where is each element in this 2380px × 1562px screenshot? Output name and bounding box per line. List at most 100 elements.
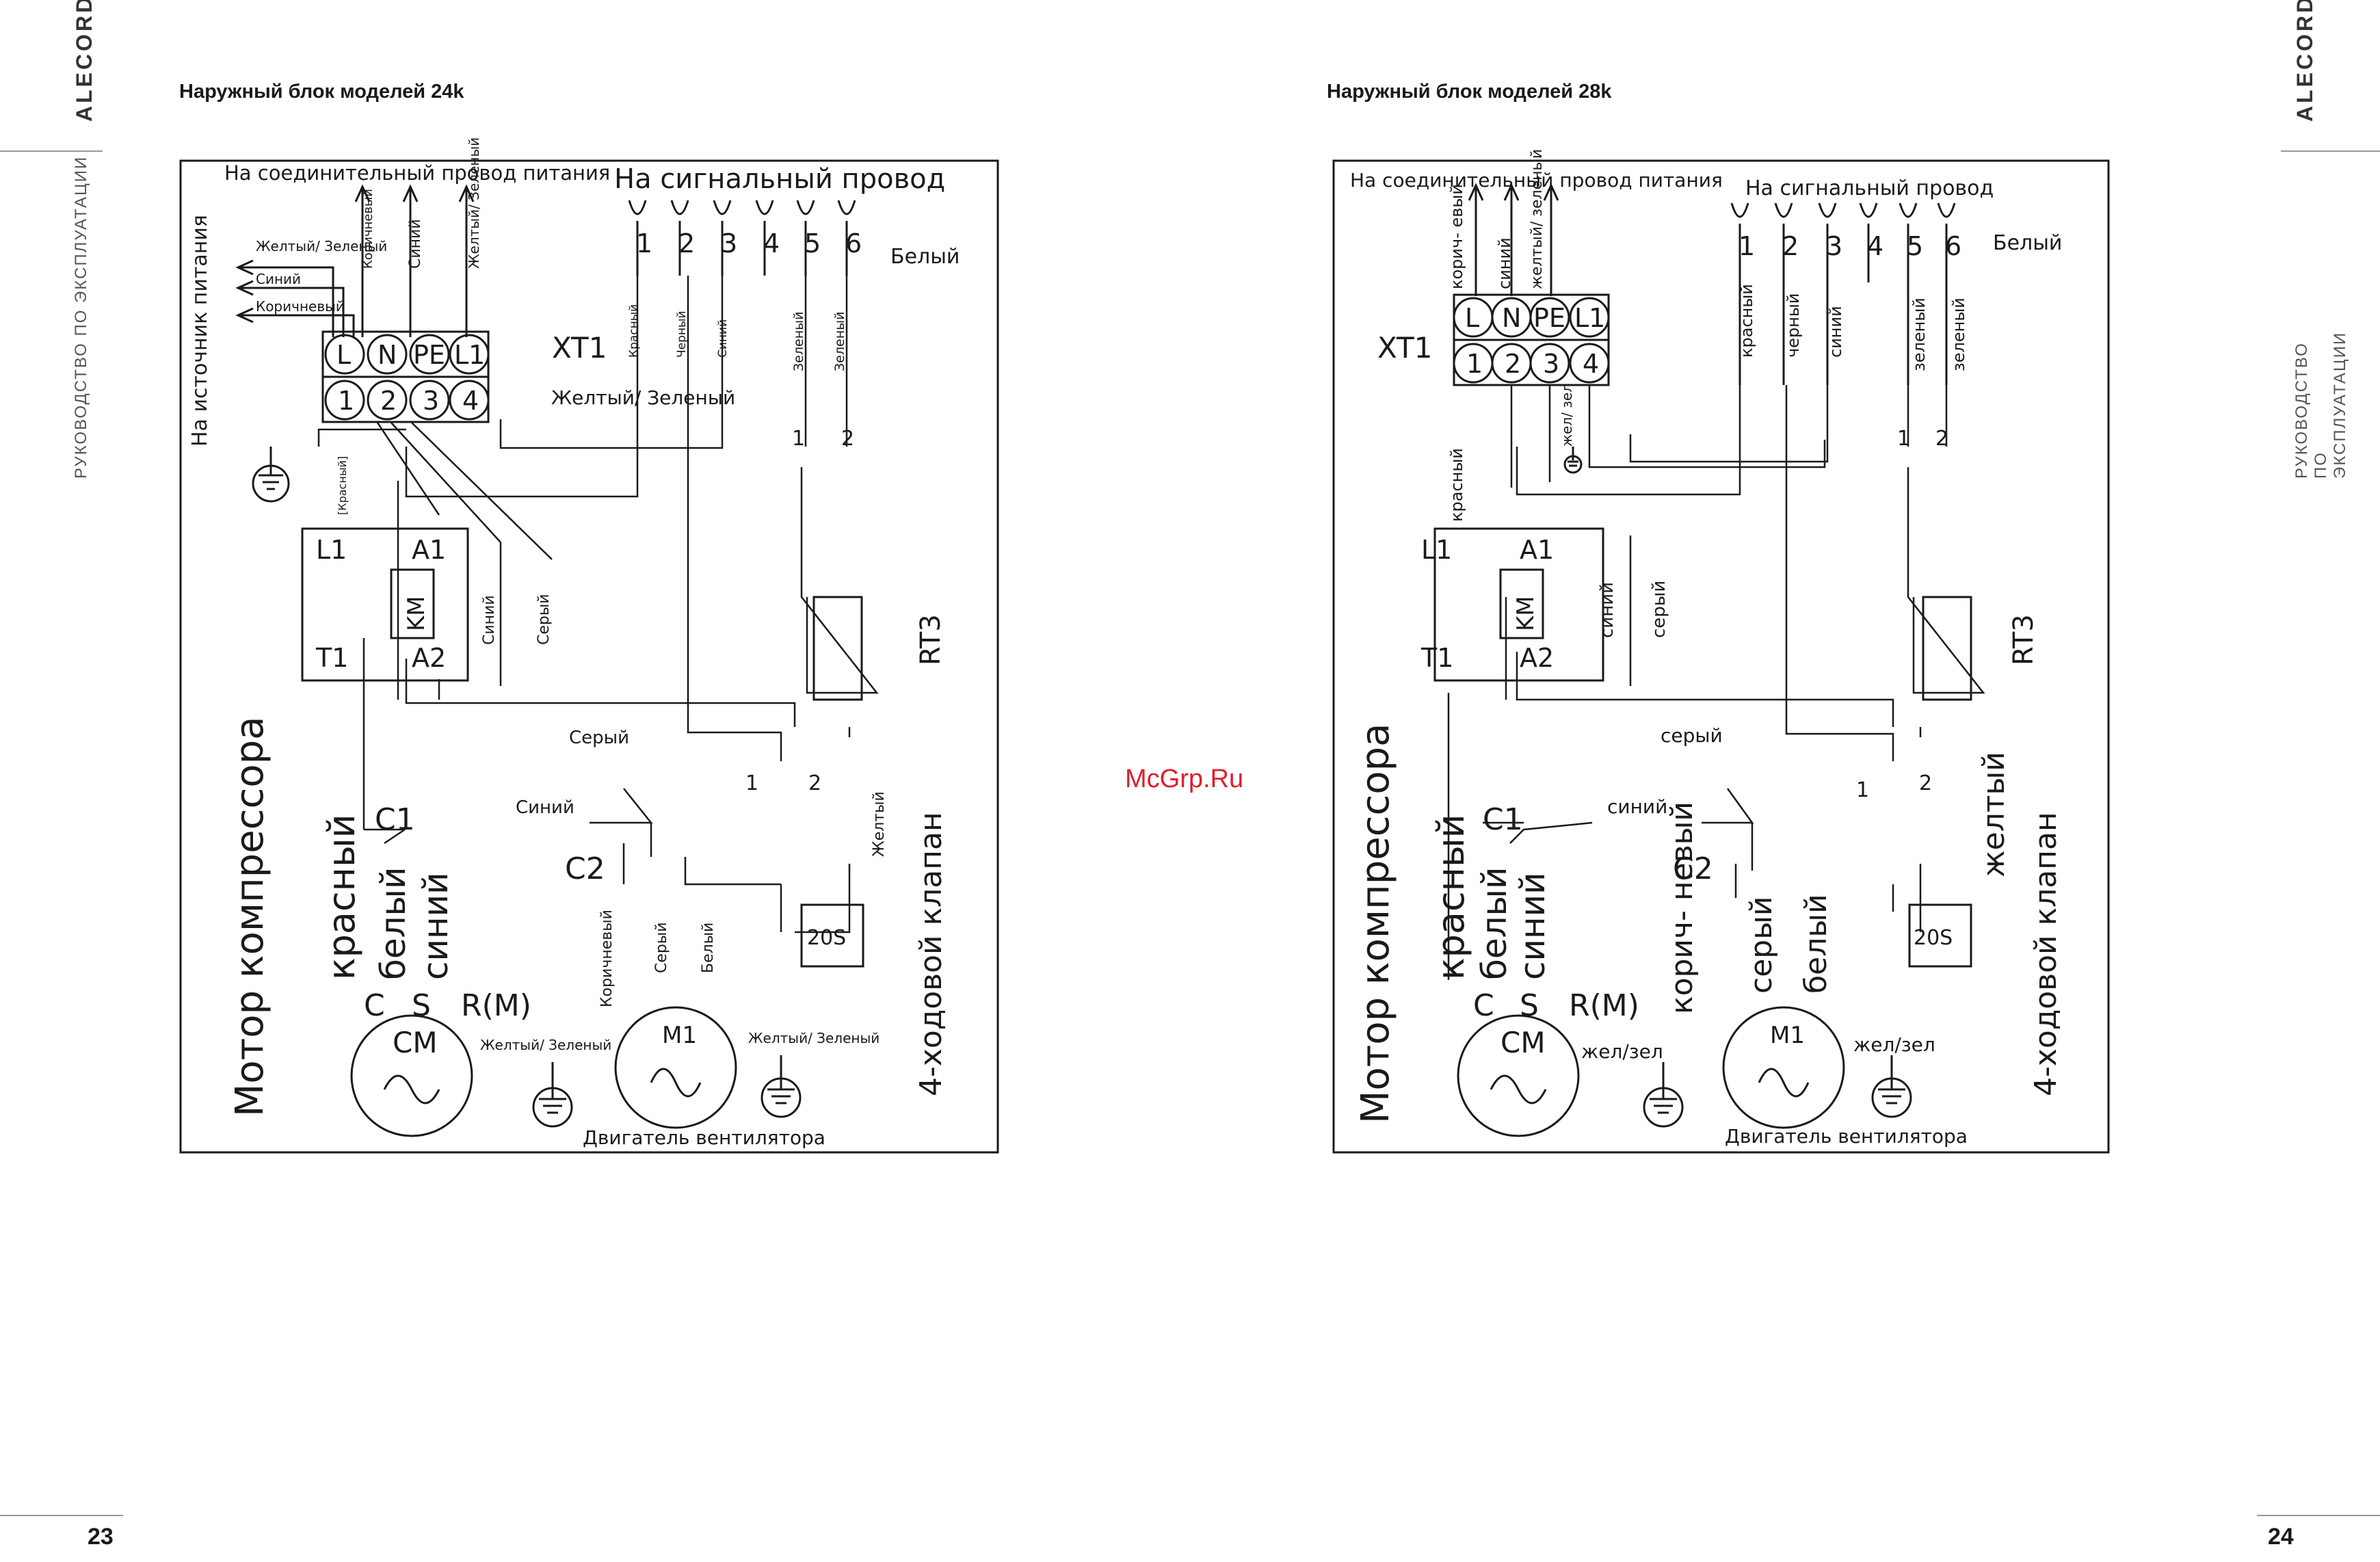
- sensor-rt3: RT3: [915, 614, 947, 665]
- pin-c: C: [364, 988, 385, 1023]
- compressor-wire-white: белый: [1475, 866, 1514, 980]
- fan-wire-brown: Коричневый: [598, 910, 616, 1007]
- compressor-motor: CM: [1500, 1026, 1546, 1059]
- fan-wire-gray: Серый: [653, 922, 670, 973]
- valve-coil-body: [800, 903, 864, 968]
- wire-label-yg: Желтый/ Зеленый: [466, 137, 482, 269]
- cap-c2: C2: [1673, 851, 1713, 886]
- signal-wire-label: На сигнальный провод: [614, 163, 945, 195]
- signal-wire-black: Черный: [675, 311, 689, 358]
- wiring-diagram-28k: На соединительный провод питания корич- …: [1332, 149, 2110, 1154]
- sensor-rt3-body: [812, 596, 863, 701]
- signal-terminal-5: 5: [804, 228, 821, 259]
- term-top-4: L1: [454, 340, 485, 370]
- relay-box: [301, 527, 469, 682]
- compressor-wire-red: красный: [1429, 814, 1472, 980]
- term-top-1: L: [1465, 303, 1479, 333]
- terminal-block-label: XT1: [552, 331, 607, 365]
- signal-terminal-2: 2: [1782, 231, 1799, 261]
- compressor-ground: жел/зел: [1581, 1040, 1663, 1063]
- signal-terminal-6: 6: [1945, 231, 1961, 261]
- valve-label: 4-ходовой клапан: [914, 812, 949, 1096]
- term-bottom-2: 2: [1505, 349, 1521, 379]
- valve-wire: желтый: [1976, 752, 2011, 877]
- wiring: [317, 276, 879, 934]
- wire-label-blue: синий: [1495, 237, 1514, 289]
- running-title-left: РУКОВОДСТВО ПО ЭКСПЛУАТАЦИИ: [72, 155, 90, 479]
- relay-l1: L1: [1421, 535, 1452, 565]
- term-bottom-4: 4: [462, 386, 479, 416]
- footer-rule-right: [2257, 1515, 2380, 1516]
- wire-label-brown: Коричневый: [361, 189, 375, 269]
- source-wire-blue: Синий: [256, 271, 301, 287]
- compressor-motor-symbol: [1457, 1014, 1580, 1137]
- valve-wire: Желтый: [871, 791, 888, 857]
- wiring-diagram-24k: На соединительный провод питания Коричне…: [179, 137, 999, 1154]
- switch-num-b1: 1: [1856, 778, 1869, 802]
- pin-c: C: [1473, 988, 1494, 1023]
- wire-blue-label: синий: [1597, 582, 1617, 638]
- power-arrows: [1468, 183, 1559, 296]
- pe-wire-label: жел/ зел: [1559, 384, 1575, 447]
- ground-icon: [1563, 447, 1583, 474]
- switch-num-a1: 1: [1897, 427, 1910, 451]
- sine-icon: [383, 1074, 440, 1104]
- relay-l1: L1: [316, 535, 347, 565]
- compressor-wire-blue: синий: [416, 872, 455, 980]
- signal-wire-blue: синий: [1826, 306, 1845, 358]
- divider-left: [0, 150, 103, 152]
- term-bottom-1: 1: [338, 386, 354, 416]
- term-bottom-2: 2: [380, 386, 397, 416]
- switch-num-b2: 2: [808, 771, 821, 795]
- page-title-right: Наружный блок моделей 28k: [1327, 81, 1612, 103]
- wire-blue-cap: синий: [1607, 795, 1667, 818]
- relay-wire-label: [Красный]: [336, 456, 349, 515]
- running-title-right: РУКОВОДСТВО ПО ЭКСПЛУАТАЦИИ: [2292, 331, 2349, 479]
- signal-terminal-4: 4: [763, 228, 780, 259]
- signal-terminal-6: 6: [845, 228, 862, 259]
- signal-wire-green1: зеленый: [1909, 297, 1929, 371]
- sine-icon: [1490, 1074, 1547, 1104]
- footer-rule-left: [0, 1515, 123, 1516]
- term-bottom-4: 4: [1583, 349, 1599, 379]
- watermark: McGrp.Ru: [1125, 765, 1244, 793]
- power-arrows: [354, 184, 475, 337]
- terminal-block: [1453, 293, 1610, 386]
- page-number-right: 24: [2268, 1524, 2294, 1550]
- brand-logo-left: ALECORD: [72, 0, 96, 122]
- ground-icon: [1643, 1062, 1684, 1128]
- terminal-block: [321, 330, 490, 423]
- wire-blue-label: Синий: [481, 595, 498, 645]
- diagram-frame: [1332, 159, 2110, 1154]
- divider-right: [2281, 150, 2380, 152]
- sensor-rt3: RT3: [2008, 614, 2039, 665]
- relay-a2: A2: [412, 643, 446, 673]
- relay-wire-label: красный: [1447, 448, 1466, 522]
- term-top-4: L1: [1574, 303, 1605, 333]
- wiring: [1447, 385, 1985, 980]
- power-wire-label: На соединительный провод питания: [1350, 169, 1723, 191]
- signal-terminal-1: 1: [636, 228, 652, 259]
- signal-wire-label: На сигнальный провод: [1745, 176, 1994, 200]
- source-arrows: [235, 259, 355, 337]
- relay-coil: [390, 568, 435, 639]
- term-top-3: PE: [1533, 303, 1565, 333]
- wire-gray-label: серый: [1649, 581, 1669, 638]
- fan-ground: Желтый/ Зеленый: [748, 1030, 880, 1046]
- power-wire-label: На соединительный провод питания: [224, 161, 610, 185]
- signal-terminal-2: 2: [678, 228, 695, 259]
- signal-wire-green1: Зеленый: [791, 312, 806, 371]
- relay-t1: T1: [1420, 643, 1453, 673]
- relay-coil-label: KM: [1512, 596, 1539, 631]
- fan-motor-symbol: [614, 1006, 737, 1129]
- compressor-label: Мотор компрессора: [228, 717, 272, 1117]
- relay-box: [1433, 527, 1604, 682]
- term-bottom-1: 1: [1466, 349, 1483, 379]
- relay-a2: A2: [1520, 643, 1554, 673]
- signal-terminal-hooks: [628, 200, 856, 276]
- valve-coil: 20S: [1914, 926, 1953, 950]
- relay-coil-label: KM: [403, 596, 430, 631]
- fan-motor: M1: [1770, 1022, 1805, 1049]
- fan-wire-gray: серый: [1744, 896, 1779, 994]
- fan-label: Двигатель вентилятора: [1725, 1125, 1968, 1148]
